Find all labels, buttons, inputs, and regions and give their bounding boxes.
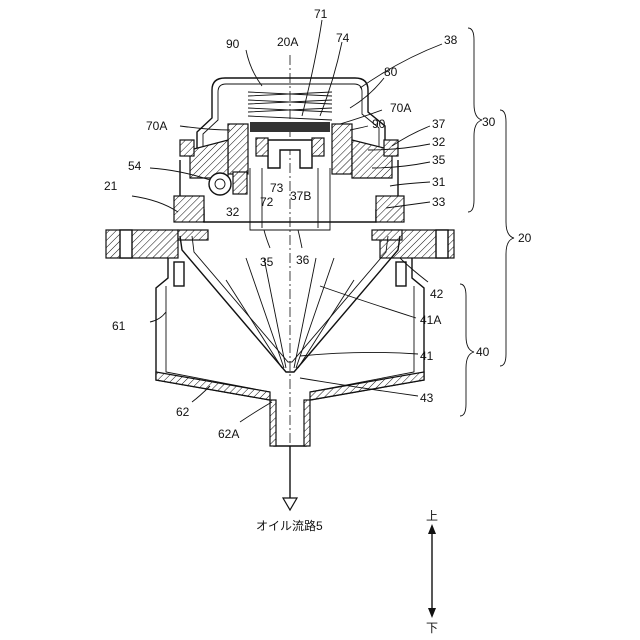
label-62A: 62A: [218, 427, 239, 441]
label-71: 71: [314, 7, 328, 21]
label-80: 80: [384, 65, 398, 79]
flow-arrow-head: [283, 498, 297, 510]
label-40: 40: [476, 345, 490, 359]
label-54: 54: [128, 159, 142, 173]
label-61: 61: [112, 319, 126, 333]
label-37B: 37B: [290, 189, 311, 203]
label-oil-flow-path: オイル流路5: [256, 518, 323, 533]
top-cover: [197, 78, 385, 148]
label-20: 20: [518, 231, 532, 245]
label-38: 38: [444, 33, 458, 47]
label-42: 42: [430, 287, 444, 301]
label-35-center: 35: [260, 255, 274, 269]
label-73: 73: [270, 181, 284, 195]
label-90-right: 90: [372, 117, 386, 131]
label-20A: 20A: [277, 35, 298, 49]
diaphragm-plate: [250, 122, 330, 132]
label-90-top: 90: [226, 37, 240, 51]
label-down: 下: [426, 621, 438, 635]
label-30: 30: [482, 115, 496, 129]
label-41A: 41A: [420, 313, 441, 327]
label-33: 33: [432, 195, 446, 209]
label-70A-right: 70A: [390, 101, 411, 115]
label-37: 37: [432, 117, 446, 131]
up-arrow-head: [428, 524, 436, 534]
label-21: 21: [104, 179, 118, 193]
label-41: 41: [420, 349, 434, 363]
label-72: 72: [260, 195, 274, 209]
label-74: 74: [336, 31, 350, 45]
label-70A-left: 70A: [146, 119, 167, 133]
flange-left: [106, 230, 178, 258]
label-35-right: 35: [432, 153, 446, 167]
label-36: 36: [296, 253, 310, 267]
label-up: 上: [426, 509, 438, 523]
label-62: 62: [176, 405, 190, 419]
down-arrow-head: [428, 608, 436, 618]
label-31: 31: [432, 175, 446, 189]
check-valve: [209, 173, 231, 195]
label-32-right: 32: [432, 135, 446, 149]
label-32-center: 32: [226, 205, 240, 219]
label-43: 43: [420, 391, 434, 405]
